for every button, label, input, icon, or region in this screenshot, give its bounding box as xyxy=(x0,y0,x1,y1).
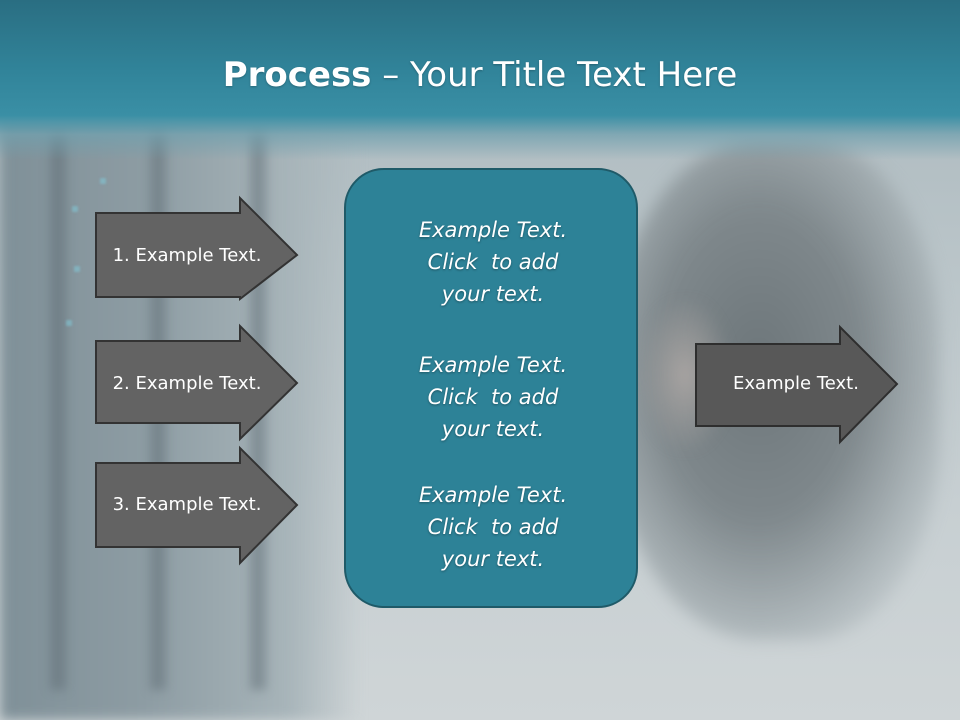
arrow-shape-3[interactable] xyxy=(94,445,300,566)
arrow-shape-right[interactable] xyxy=(694,324,900,445)
background-stripe xyxy=(50,130,66,690)
text-block-line: Click to add xyxy=(427,515,559,539)
text-block-1: Example Text. Click to add your text. xyxy=(346,214,640,310)
text-block-line: Example Text. xyxy=(418,483,568,507)
title-bold-part: Process xyxy=(222,55,372,95)
text-block-line: Example Text. xyxy=(418,218,568,242)
text-block-line: your text. xyxy=(441,417,545,441)
arrow-label-right: Example Text. xyxy=(733,373,859,394)
center-text-box[interactable]: Example Text. Click to add your text. Ex… xyxy=(344,168,638,608)
title-rest: – Your Title Text Here xyxy=(371,55,738,95)
arrow-label-3: 3. Example Text. xyxy=(112,494,262,515)
text-block-line: your text. xyxy=(441,547,545,571)
text-block-3: Example Text. Click to add your text. xyxy=(346,479,640,575)
text-block-line: Click to add xyxy=(427,250,559,274)
text-block-line: Click to add xyxy=(427,385,559,409)
text-block-2: Example Text. Click to add your text. xyxy=(346,349,640,445)
slide-title[interactable]: Process – Your Title Text Here xyxy=(0,52,960,98)
background-lights xyxy=(60,170,130,370)
arrow-label-1: 1. Example Text. xyxy=(112,245,262,266)
arrow-shape-2[interactable] xyxy=(94,323,300,442)
arrow-label-2: 2. Example Text. xyxy=(112,373,262,394)
arrow-shape-1[interactable] xyxy=(94,195,300,302)
title-bar: Process – Your Title Text Here xyxy=(0,0,960,160)
text-block-line: your text. xyxy=(441,282,545,306)
text-block-line: Example Text. xyxy=(418,353,568,377)
